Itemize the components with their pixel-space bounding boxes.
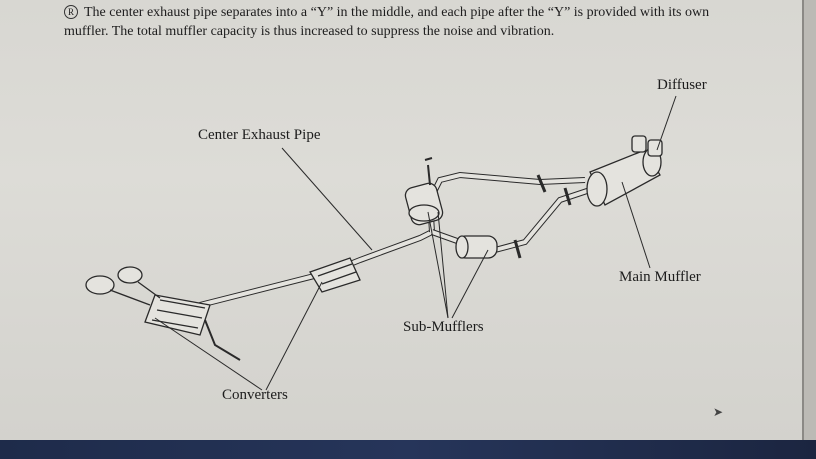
upper-branch-pipe [426, 171, 586, 233]
leader-lines [154, 95, 677, 391]
paragraph-line-1: The center exhaust pipe separates into a… [84, 5, 710, 20]
label-converters: Converters [222, 387, 288, 403]
paragraph-line-2: muffler. The total muffler capacity is t… [64, 24, 555, 39]
label-center-exhaust-pipe: Center Exhaust Pipe [198, 127, 321, 143]
label-diffuser: Diffuser [657, 77, 707, 93]
mouse-cursor-icon: ➤ [713, 405, 724, 419]
converter-rear [309, 257, 361, 293]
diffuser [631, 135, 663, 157]
item-marker: R [64, 5, 78, 19]
window-edge [802, 0, 816, 440]
taskbar [0, 440, 816, 459]
label-sub-mufflers: Sub-Mufflers [403, 319, 484, 335]
sub-muffler-lower [455, 235, 498, 259]
label-main-muffler: Main Muffler [619, 269, 701, 285]
sub-muffler-upper [404, 182, 444, 226]
converter-front [85, 266, 211, 336]
description-paragraph: R The center exhaust pipe separates into … [64, 3, 784, 41]
document-page [0, 0, 802, 440]
main-muffler [586, 147, 662, 207]
